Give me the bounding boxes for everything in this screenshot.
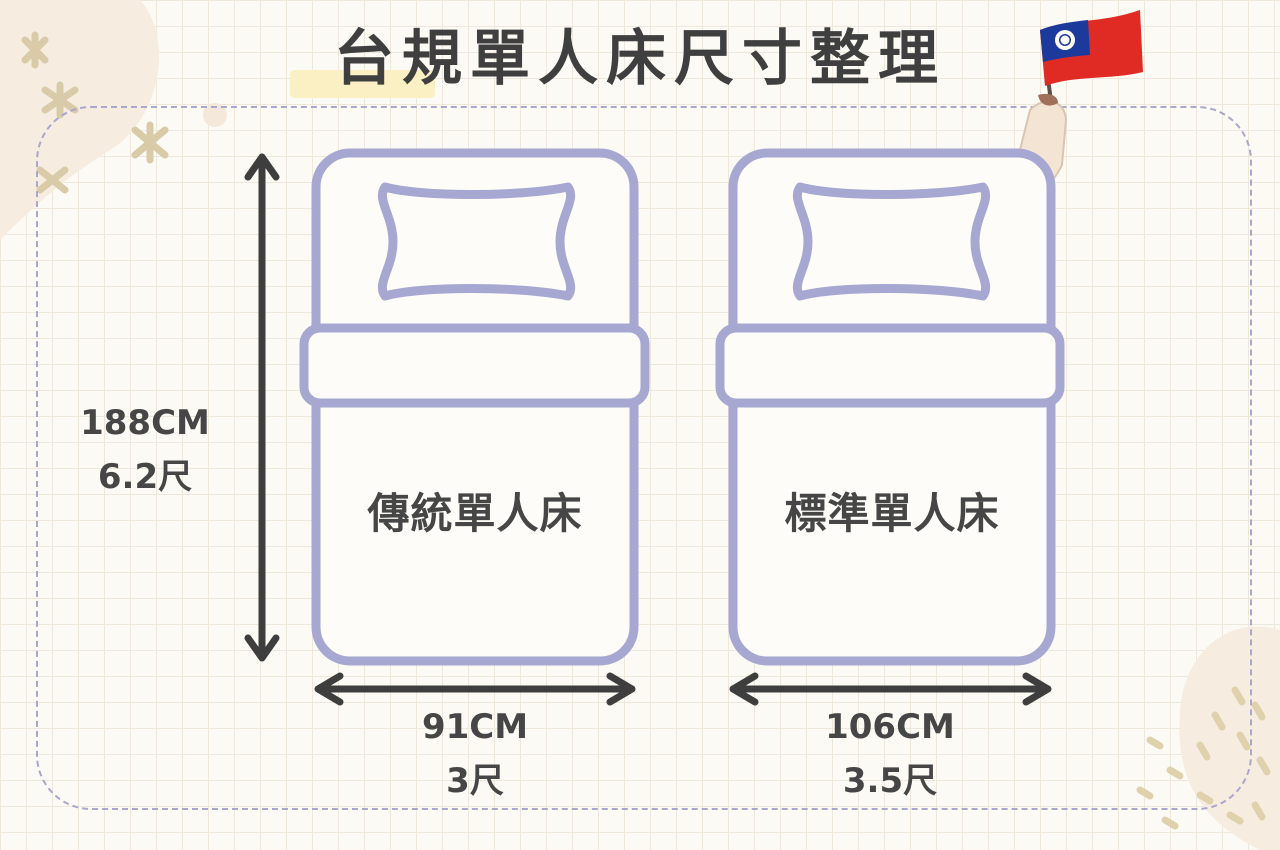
width-label-traditional: 91CM 3尺 (375, 700, 575, 808)
dash-doodles (1136, 686, 1271, 830)
title-highlight (290, 70, 435, 98)
bed-standard (715, 148, 1065, 666)
length-label: 188CM 6.2尺 (60, 396, 230, 504)
width-label-standard: 106CM 3.5尺 (790, 700, 990, 808)
pillow-icon (377, 182, 576, 301)
dot-decor (203, 103, 227, 127)
bed-traditional (299, 148, 650, 666)
bed-name-standard: 標準單人床 (784, 489, 1000, 538)
width-cm: 91CM (421, 707, 529, 747)
width-arrow-traditional (314, 672, 636, 706)
star-doodles (21, 31, 169, 194)
width-chi: 3.5尺 (842, 761, 938, 801)
dashed-frame (36, 106, 1252, 810)
width-chi: 3尺 (446, 761, 504, 801)
taiwan-flag-icon (1040, 10, 1143, 111)
width-cm: 106CM (825, 707, 955, 747)
length-cm: 188CM (80, 403, 210, 443)
blanket-fold (715, 323, 1065, 408)
width-arrow-standard (729, 672, 1052, 706)
length-chi: 6.2尺 (97, 457, 193, 497)
bed-name-traditional: 傳統單人床 (367, 489, 583, 538)
pillow-icon (792, 182, 991, 301)
length-arrow (244, 153, 280, 662)
blanket-fold (299, 323, 650, 408)
page-title: 台規單人床尺寸整理 (334, 24, 946, 94)
